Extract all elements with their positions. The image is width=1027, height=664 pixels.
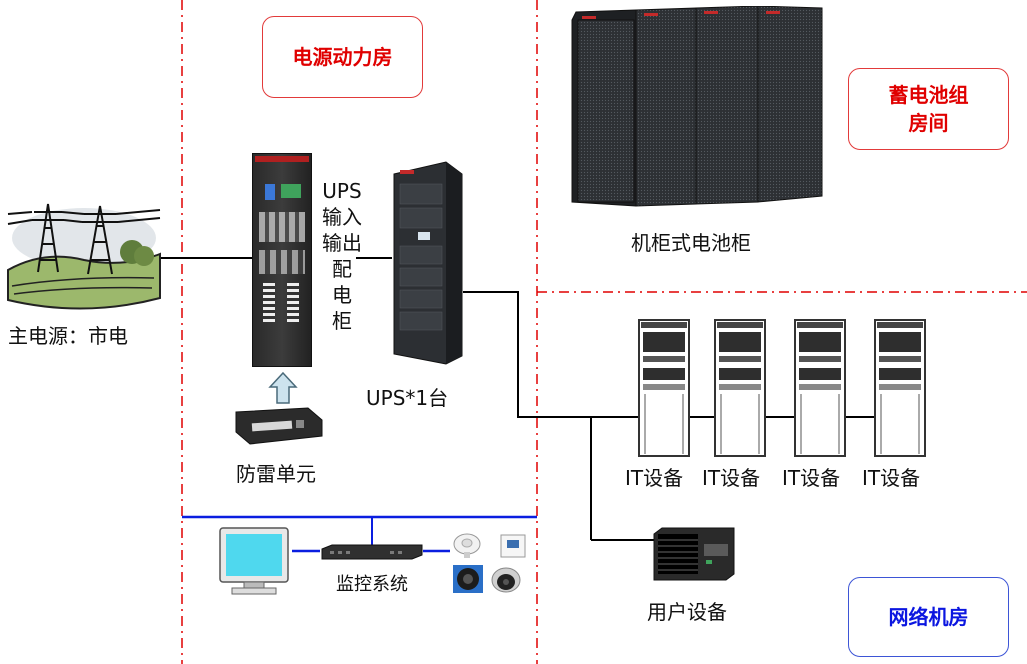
ups-unit-label: UPS*1台 bbox=[366, 386, 449, 410]
camera-icon bbox=[452, 564, 484, 594]
ups-panel-label-line6: 柜 bbox=[332, 309, 352, 333]
power-room-title: 电源动力房 bbox=[292, 45, 393, 69]
it-device-label-1: IT设备 bbox=[625, 466, 684, 490]
battery-cabinets-label: 机柜式电池柜 bbox=[631, 231, 751, 255]
user-device bbox=[652, 526, 736, 582]
monitoring-unit bbox=[320, 543, 424, 561]
power-line-ups-it bbox=[463, 291, 920, 418]
it-device-label-4: IT设备 bbox=[862, 466, 921, 490]
network-room-box: 网络机房 bbox=[848, 577, 1009, 657]
ups-unit bbox=[392, 160, 464, 366]
smoke-detector-icon bbox=[452, 532, 482, 560]
it-device-label-2: IT设备 bbox=[702, 466, 761, 490]
it-rack-2 bbox=[713, 318, 767, 458]
it-device-label-3: IT设备 bbox=[782, 466, 841, 490]
ups-distribution-panel bbox=[252, 153, 312, 367]
power-transmission-tower-icon bbox=[4, 190, 162, 314]
ups-panel-label: UPS 输入 输出 配 电 柜 bbox=[315, 178, 369, 334]
mains-label: 主电源：市电 bbox=[8, 324, 128, 348]
network-room-title: 网络机房 bbox=[888, 605, 969, 629]
battery-room-title-line1: 蓄电池组 bbox=[888, 83, 969, 107]
dome-camera-icon bbox=[490, 564, 522, 594]
battery-room-box: 蓄电池组 房间 bbox=[848, 68, 1009, 150]
monitor-icon bbox=[218, 526, 290, 598]
ups-panel-label-line1: UPS bbox=[322, 179, 362, 203]
battery-cabinets bbox=[568, 5, 826, 212]
ups-panel-label-line3: 输出 bbox=[322, 231, 362, 255]
it-rack-1 bbox=[637, 318, 691, 458]
battery-room-title-line2: 房间 bbox=[908, 111, 949, 135]
temperature-sensor-icon bbox=[500, 534, 526, 558]
up-arrow-icon bbox=[268, 371, 298, 405]
monitoring-label: 监控系统 bbox=[336, 574, 408, 595]
power-room-box: 电源动力房 bbox=[262, 16, 423, 98]
ups-panel-label-line5: 电 bbox=[332, 283, 352, 307]
ups-panel-label-line2: 输入 bbox=[322, 205, 362, 229]
user-device-label: 用户设备 bbox=[647, 600, 727, 624]
surge-protector-icon bbox=[232, 406, 324, 446]
surge-label: 防雷单元 bbox=[236, 462, 316, 486]
ups-panel-label-line4: 配 bbox=[332, 257, 352, 281]
it-rack-4 bbox=[873, 318, 927, 458]
it-rack-3 bbox=[793, 318, 847, 458]
